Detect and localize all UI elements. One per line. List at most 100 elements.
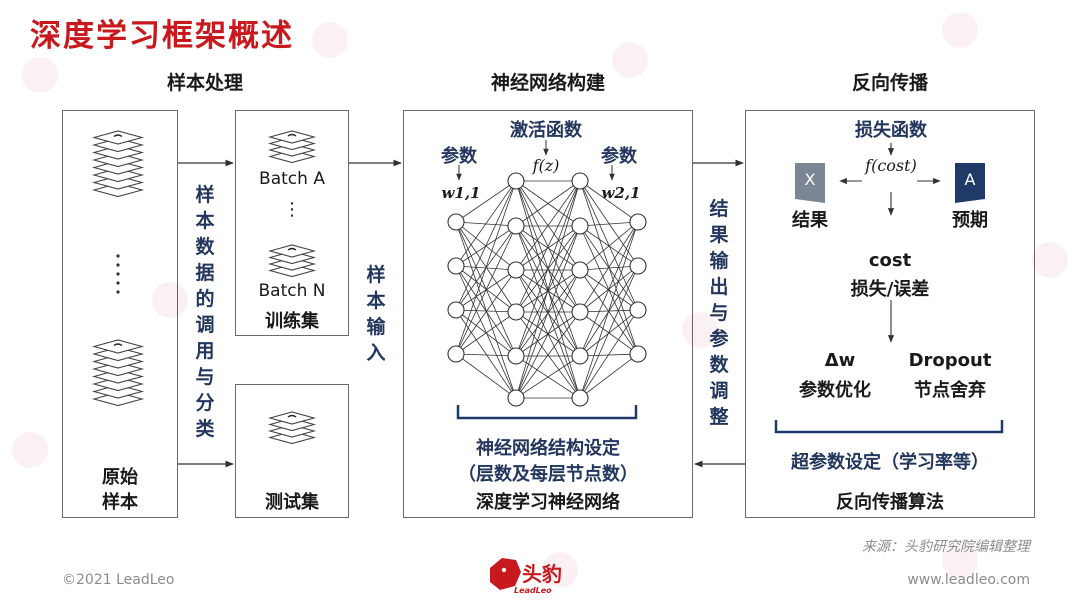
test-set-stack-icon bbox=[267, 411, 317, 445]
backprop-arrows bbox=[839, 143, 941, 343]
nn-edge bbox=[455, 265, 517, 399]
nn-node bbox=[507, 261, 525, 279]
network-structure-sub-label: （层数及每层节点数） bbox=[458, 464, 638, 485]
logo-text-en: LeadLeo bbox=[514, 586, 552, 595]
dispatch-char: 类 bbox=[195, 418, 215, 440]
nn-edge bbox=[455, 180, 517, 311]
a-expected-icon bbox=[955, 163, 985, 203]
nn-node bbox=[629, 345, 647, 363]
nn-node bbox=[507, 172, 525, 190]
nn-edge bbox=[515, 355, 581, 399]
network-footer-label: 深度学习神经网络 bbox=[476, 492, 620, 513]
nn-node bbox=[571, 261, 589, 279]
nn-edge bbox=[579, 221, 639, 313]
raw-sample-stack-icon bbox=[91, 130, 145, 198]
output-char: 调 bbox=[709, 380, 729, 402]
section-title-sample: 样本处理 bbox=[166, 72, 243, 94]
nn-edge bbox=[579, 221, 639, 399]
input-char: 样 bbox=[366, 264, 386, 286]
raw-sample-label-2: 样本 bbox=[102, 492, 138, 513]
section-title-backprop: 反向传播 bbox=[851, 72, 928, 94]
output-char: 结 bbox=[709, 198, 729, 220]
sheet-glyph bbox=[287, 414, 297, 418]
nn-edge bbox=[515, 225, 581, 271]
sheet-shape bbox=[91, 339, 145, 354]
nn-edge bbox=[515, 225, 581, 399]
source-note: 来源：头豹研究院编辑整理 bbox=[862, 539, 1030, 555]
nn-edge bbox=[455, 225, 517, 355]
dispatch-char: 本 bbox=[195, 210, 215, 232]
a-expected-letter: A bbox=[964, 170, 976, 189]
nn-edge bbox=[579, 265, 639, 271]
param-optimize-label: 参数优化 bbox=[799, 380, 871, 401]
nn-edge bbox=[579, 180, 639, 223]
nn-edge bbox=[455, 180, 517, 267]
sheet-glyph bbox=[287, 247, 297, 251]
raw-sample-stack-icon bbox=[91, 339, 145, 407]
nn-edge bbox=[579, 353, 639, 399]
nn-node bbox=[629, 213, 647, 231]
network-structure-label: 神经网络结构设定 bbox=[476, 438, 620, 459]
sheet-glyph bbox=[113, 134, 123, 138]
test-set-label: 测试集 bbox=[265, 492, 319, 513]
nn-edge bbox=[515, 269, 581, 399]
nn-annotation-arrows bbox=[456, 140, 615, 181]
nn-edge bbox=[455, 180, 517, 223]
x-result-letter: X bbox=[804, 170, 816, 189]
nn-node bbox=[571, 172, 589, 190]
sheet-shape bbox=[267, 411, 317, 425]
loss-function-label: 损失函数 bbox=[855, 120, 927, 141]
nn-node bbox=[571, 217, 589, 235]
nn-edge bbox=[515, 180, 581, 313]
output-char: 参 bbox=[709, 328, 729, 350]
output-char: 数 bbox=[709, 354, 729, 376]
sheet-glyph bbox=[287, 133, 297, 137]
sheet-shape bbox=[267, 244, 317, 258]
dispatch-char: 样 bbox=[195, 184, 215, 206]
vertical-ellipsis-icon bbox=[116, 254, 120, 294]
structure-bracket bbox=[456, 405, 638, 420]
copyright-text: ©2021 LeadLeo bbox=[62, 572, 175, 588]
sheet-shape bbox=[267, 130, 317, 144]
output-char: 整 bbox=[709, 406, 729, 428]
logo-text-cn: 头豹 bbox=[522, 562, 562, 586]
nn-node bbox=[447, 213, 465, 231]
dispatch-char: 分 bbox=[195, 392, 215, 414]
nn-edge bbox=[515, 180, 581, 227]
leadleo-logo-icon bbox=[490, 558, 521, 590]
nn-node bbox=[571, 303, 589, 321]
raw-sample-label-1: 原始 bbox=[102, 467, 138, 488]
website-text: www.leadleo.com bbox=[907, 572, 1030, 588]
nn-edge bbox=[455, 353, 517, 399]
section-title-network: 神经网络构建 bbox=[490, 72, 605, 94]
input-char: 输 bbox=[366, 316, 386, 338]
batch-a-label: Batch A bbox=[259, 169, 325, 189]
nn-edge bbox=[455, 265, 517, 313]
sheet-shape bbox=[91, 130, 145, 145]
sample-dispatch-vertical-label: 样本数据的调用与分类 bbox=[193, 182, 217, 442]
input-char: 入 bbox=[366, 342, 386, 364]
flow-arrows bbox=[178, 159, 745, 468]
hyperparam-label: 超参数设定（学习率等） bbox=[791, 452, 989, 473]
nn-edge bbox=[455, 180, 517, 355]
nn-node bbox=[571, 347, 589, 365]
hyperparam-bracket bbox=[774, 420, 1004, 434]
nn-node bbox=[447, 345, 465, 363]
output-char: 出 bbox=[709, 276, 729, 298]
dispatch-char: 用 bbox=[195, 340, 215, 362]
batch-ellipsis: ⋮ bbox=[283, 199, 301, 220]
dropout-label: Dropout bbox=[908, 350, 992, 371]
x-result-icon bbox=[795, 163, 825, 203]
nn-node bbox=[447, 257, 465, 275]
cost-sub-label: 损失/误差 bbox=[850, 279, 930, 300]
delta-w-label: Δw bbox=[824, 350, 856, 371]
sample-input-vertical-label: 样本输入 bbox=[364, 262, 388, 366]
dispatch-char: 数 bbox=[195, 236, 215, 258]
nn-edge bbox=[579, 221, 639, 271]
backprop-footer-label: 反向传播算法 bbox=[836, 492, 944, 513]
nn-edge bbox=[579, 221, 639, 227]
input-char: 本 bbox=[366, 290, 386, 312]
output-char: 与 bbox=[709, 302, 729, 324]
batch-n-stack-icon bbox=[267, 244, 317, 278]
